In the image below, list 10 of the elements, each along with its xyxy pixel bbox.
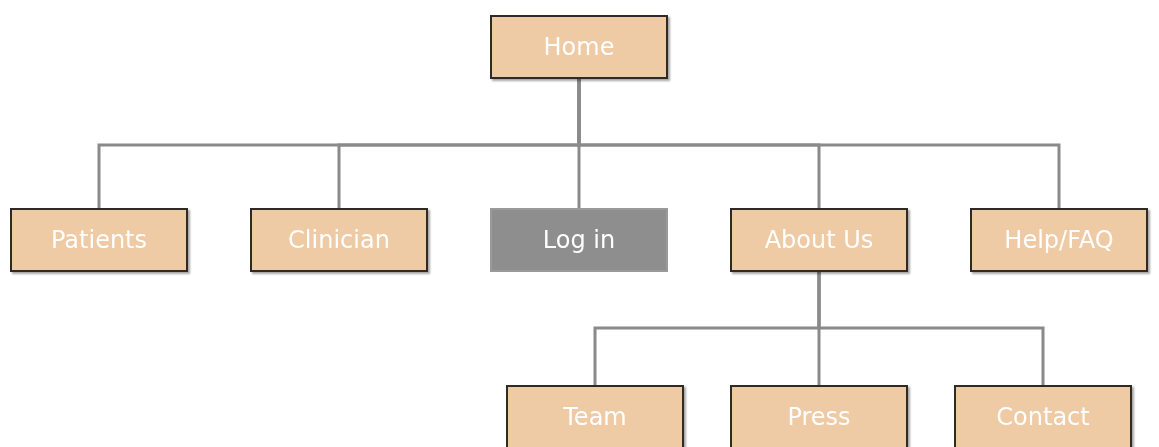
page-box: Home — [490, 15, 668, 79]
inactive-page-box: Log in — [490, 208, 668, 272]
page-box: Patients — [10, 208, 188, 272]
page-box: About Us — [730, 208, 908, 272]
page-box: Team — [506, 385, 684, 447]
page-box: Contact — [954, 385, 1132, 447]
page-box: Help/FAQ — [970, 208, 1148, 272]
connector-line — [817, 272, 1045, 385]
page-box: Clinician — [250, 208, 428, 272]
page-box: Press — [730, 385, 908, 447]
